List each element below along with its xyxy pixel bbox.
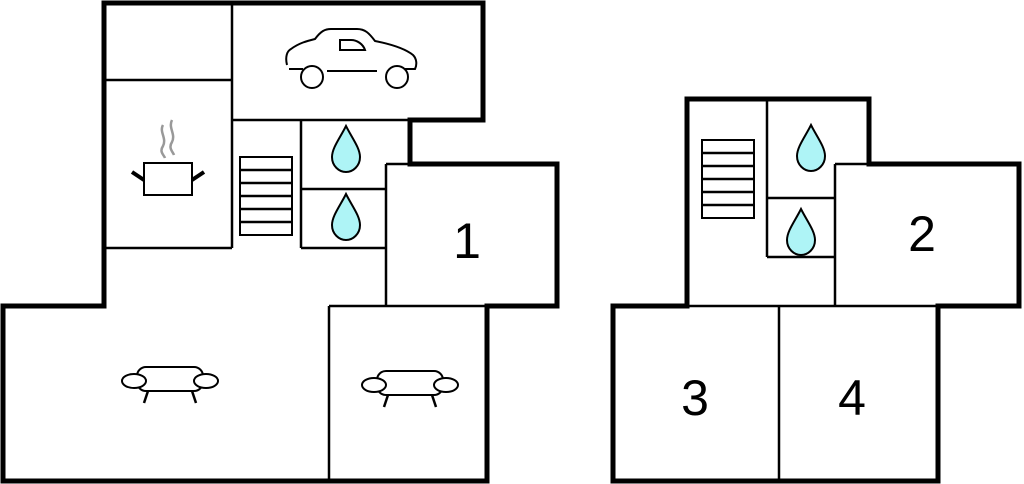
car-icon	[285, 28, 418, 89]
room-number-1: 1	[453, 213, 481, 269]
inner-walls-right	[687, 99, 938, 481]
cooking-pot-icon	[130, 119, 206, 196]
stairs-icon	[700, 138, 756, 220]
floor-left: 1	[0, 0, 560, 484]
room-number-4: 4	[838, 370, 866, 426]
room-number-2: 2	[908, 206, 936, 262]
stairs-icon	[238, 155, 294, 237]
water-drop-icon	[331, 125, 361, 173]
sofa-icon	[120, 365, 220, 405]
water-drop-icon	[796, 124, 826, 172]
room-number-3: 3	[681, 370, 709, 426]
water-drop-icon	[786, 208, 816, 256]
water-drop-icon	[331, 193, 361, 241]
outer-wall-left	[0, 0, 560, 484]
sofa-icon	[360, 369, 460, 409]
inner-walls-left	[104, 3, 487, 481]
floor-right: 2 3 4	[610, 96, 1022, 484]
